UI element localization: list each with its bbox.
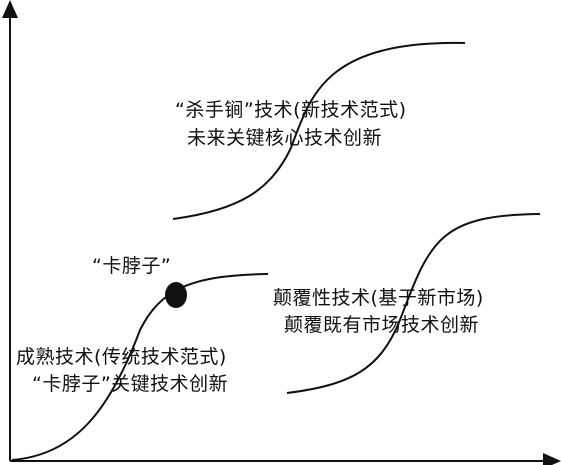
chokepoint-marker-dot	[165, 282, 187, 308]
killer-tech-label-line1: “杀手锏”技术(新技术范式)	[175, 99, 407, 121]
disruptive-tech-label-line1: 颠覆性技术(基于新市场)	[273, 287, 484, 309]
killer-tech-s-curve	[172, 41, 466, 220]
mature-tech-s-curve	[11, 273, 269, 461]
chokepoint-marker-label: “卡脖子”	[92, 255, 172, 277]
mature-tech-label-line1: 成熟技术(传统技术范式)	[16, 346, 227, 368]
killer-tech-label-line2: 未来关键核心技术创新	[187, 127, 383, 149]
disruptive-tech-label-line2: 颠覆既有市场技术创新	[284, 314, 480, 336]
disruptive-tech-s-curve	[286, 213, 541, 394]
mature-tech-label-line2: “卡脖子”关键技术创新	[32, 373, 229, 395]
